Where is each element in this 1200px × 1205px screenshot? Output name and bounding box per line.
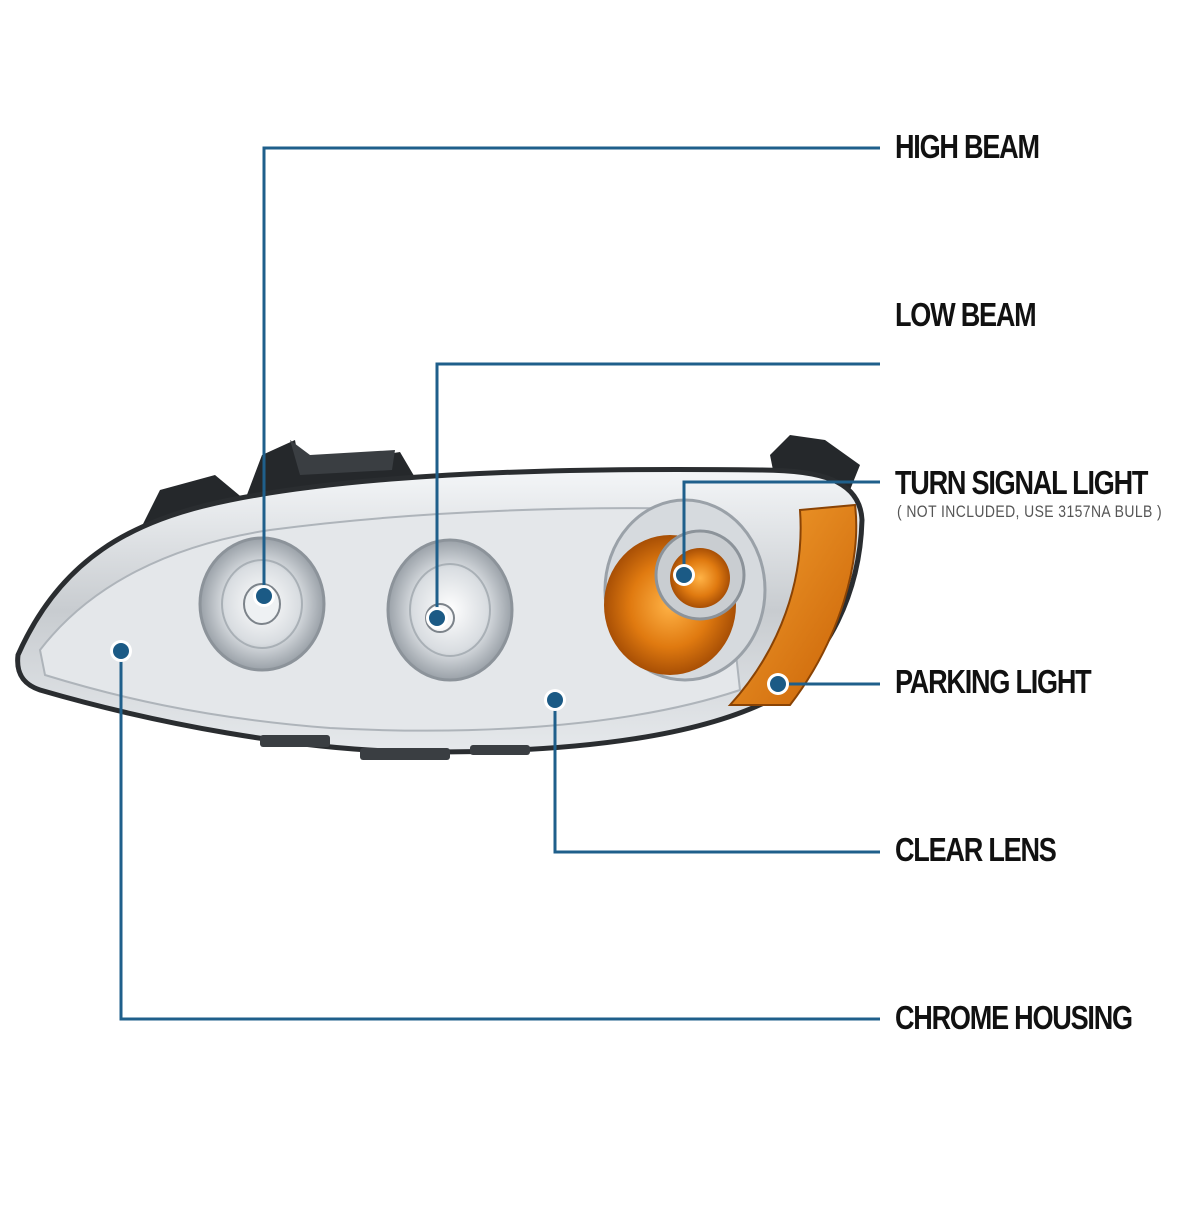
callout-leaders xyxy=(119,146,880,1021)
leader-high-beam xyxy=(262,146,880,596)
label-chrome-housing: CHROME HOUSING xyxy=(895,999,1133,1036)
leader-clear-lens xyxy=(553,700,880,854)
label-clear-lens: CLEAR LENS xyxy=(895,831,1057,868)
note-turn-signal-bulb: ( NOT INCLUDED, USE 3157NA BULB ) xyxy=(897,502,1163,521)
leader-turn-signal xyxy=(682,480,880,575)
low-beam-reflector xyxy=(386,538,514,682)
leader-low-beam xyxy=(435,362,880,618)
label-turn-signal-light: TURN SIGNAL LIGHT xyxy=(895,464,1148,501)
label-high-beam: HIGH BEAM xyxy=(895,128,1040,165)
parking-light-lens xyxy=(727,503,858,706)
turn-signal-lens xyxy=(603,498,767,682)
callout-dots xyxy=(110,564,789,711)
label-parking-light: PARKING LIGHT xyxy=(895,663,1092,700)
leader-chrome-housing xyxy=(119,651,880,1021)
housing-bottom xyxy=(260,735,530,760)
label-low-beam: LOW BEAM xyxy=(895,296,1037,333)
